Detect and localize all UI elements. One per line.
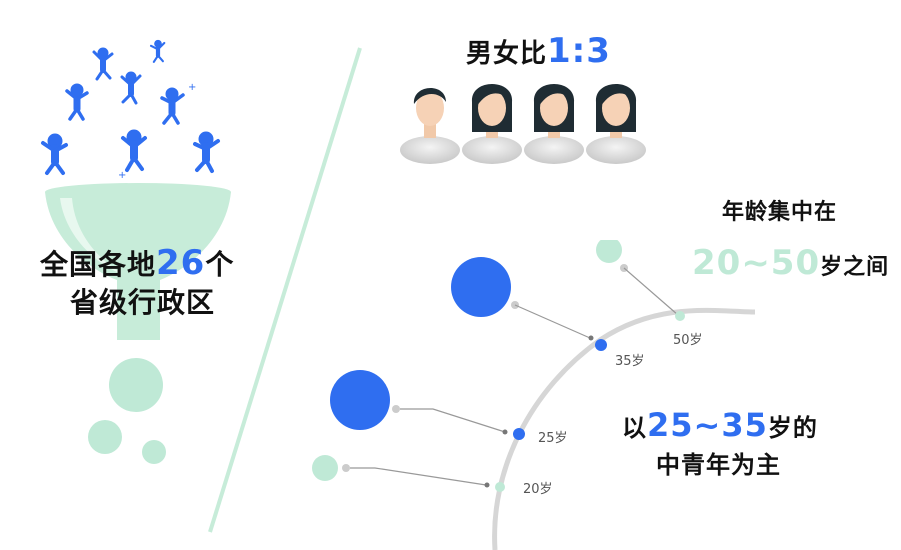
- age-bubble-25: [330, 370, 390, 430]
- drop-circle-small: [142, 440, 166, 464]
- connector-line: [514, 304, 591, 339]
- female-avatar-icon: [586, 84, 646, 164]
- person-figure-icon: [149, 39, 166, 63]
- age-label-35: 35岁: [615, 354, 645, 369]
- age-label-50: 50岁: [673, 333, 703, 348]
- region-count-line: 全国各地26个: [40, 246, 234, 282]
- diagonal-divider: [208, 47, 362, 533]
- region-count-prefix: 全国各地: [40, 248, 157, 281]
- main-group-line2: 中青年为主: [656, 451, 781, 479]
- age-point-25: [513, 428, 525, 440]
- person-figure-icon: [160, 87, 185, 125]
- person-figure-icon: [41, 133, 68, 175]
- age-bubble-20: [312, 455, 338, 481]
- gender-ratio-title: 男女比1:3: [466, 34, 611, 71]
- age-label-20: 20岁: [523, 482, 553, 497]
- region-count-suffix: 个: [205, 248, 235, 281]
- gender-ratio-prefix: 男女比: [466, 39, 548, 69]
- age-focus-title: 年龄集中在: [722, 200, 838, 225]
- funnel-graphic: + +: [41, 39, 231, 464]
- person-figure-icon: [120, 71, 142, 105]
- drop-circle-large: [109, 358, 163, 412]
- age-label-25: 25岁: [538, 431, 568, 446]
- connector-end: [484, 482, 490, 488]
- person-figure-icon: [193, 131, 220, 173]
- region-count-line2: 省级行政区: [70, 286, 216, 319]
- male-avatar-icon: [400, 87, 460, 164]
- main-group-range: 25~35: [647, 406, 768, 444]
- female-avatar-icon: [524, 84, 584, 164]
- age-point-35: [595, 339, 607, 351]
- age-bubble-50: [596, 240, 622, 263]
- main-group-prefix: 以: [622, 414, 647, 442]
- female-avatar-icon: [462, 84, 522, 164]
- main-group-suffix: 岁的: [767, 414, 818, 442]
- age-point-50: [675, 311, 685, 321]
- age-bubble-35: [451, 257, 511, 317]
- age-focus-range-line: 20~50岁之间: [692, 244, 889, 287]
- connector-line: [400, 408, 506, 433]
- funnel-body: [45, 192, 231, 340]
- main-group-line: 以25~35岁的: [622, 406, 818, 447]
- person-figure-icon: [92, 47, 114, 81]
- connector-dot: [342, 464, 350, 472]
- region-count-number: 26: [156, 243, 206, 283]
- connector-end: [502, 429, 508, 435]
- connector-line: [350, 467, 487, 486]
- funnel-highlight: [60, 198, 120, 272]
- age-point-20: [495, 482, 505, 492]
- connector-end: [588, 335, 594, 341]
- connector-dot: [392, 405, 400, 413]
- person-figure-icon: [65, 83, 89, 121]
- age-focus-suffix: 岁之间: [820, 255, 890, 280]
- sparkle-icon: +: [188, 82, 196, 93]
- people-avatars: [400, 84, 646, 164]
- age-focus-range: 20~50: [692, 243, 821, 283]
- gender-ratio-value: 1:3: [547, 31, 611, 71]
- age-arc: [492, 307, 756, 550]
- connector-line: [623, 267, 679, 316]
- person-figure-icon: [121, 129, 147, 172]
- drop-circle-medium: [88, 420, 122, 454]
- age-arc-diagram: 50岁 35岁 25岁 20岁: [312, 240, 756, 550]
- sparkle-icon: +: [118, 170, 126, 181]
